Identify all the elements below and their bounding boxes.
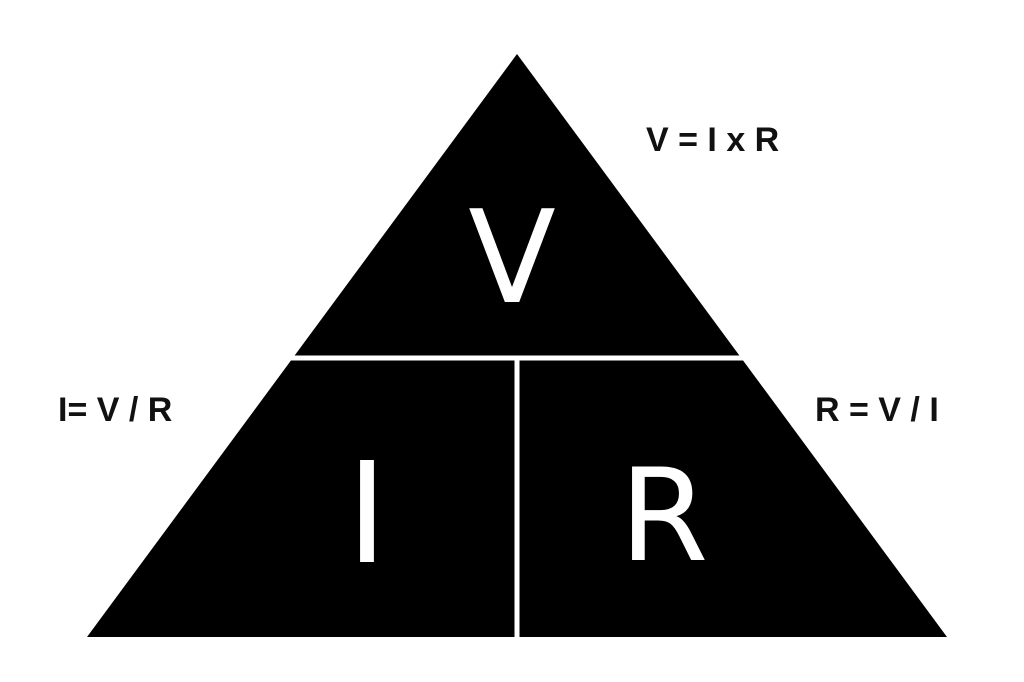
formula-current: I= V / R xyxy=(58,391,172,429)
formula-voltage: V = I x R xyxy=(646,121,779,159)
triangle-shape xyxy=(87,54,947,637)
cell-letter-top: V xyxy=(468,184,556,333)
cell-letter-bottom-left: I xyxy=(346,433,387,596)
cell-letter-bottom-right: R xyxy=(620,442,709,591)
formula-resistance: R = V / I xyxy=(815,391,939,429)
